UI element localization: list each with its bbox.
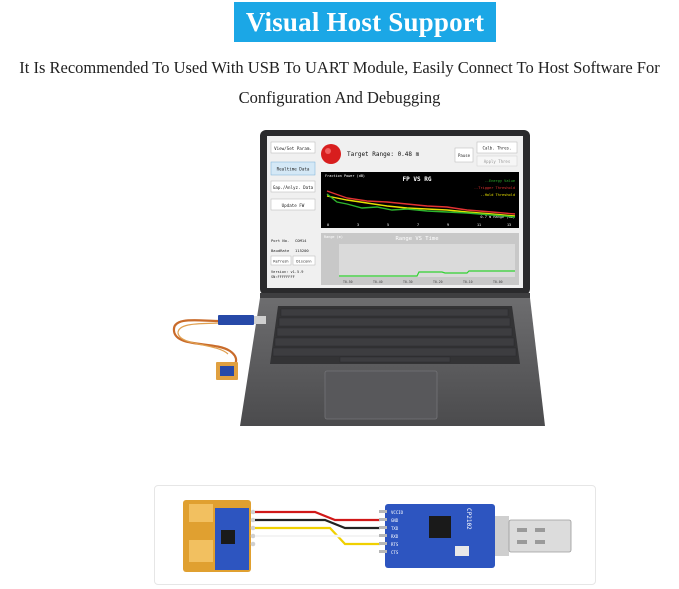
pin-label: RXD [391, 534, 399, 539]
update-fw-label: Update FW [282, 203, 305, 208]
usb-uart-module [218, 315, 254, 325]
baud-value[interactable]: 115200 [295, 248, 309, 253]
gap-anlyz-data-button[interactable] [270, 180, 316, 193]
realtime-data-button[interactable] [270, 161, 316, 176]
chart1-xtick: 0 [327, 223, 329, 227]
pin-label: VCCIO [391, 510, 404, 515]
left-panel: View/Set Param. Realtime Data Gap./Anlyz… [270, 141, 316, 279]
chart1-corner-label: 0.7 m Range (dB) [480, 215, 515, 219]
usb-plug [508, 519, 572, 553]
realtime-data-label: Realtime Data [277, 167, 310, 172]
chart1-series-energy [326, 193, 516, 218]
version-text: Version: v1.5.9 [271, 270, 303, 274]
pin-label: TXD [391, 526, 399, 531]
chart1-xtick: 7 [417, 223, 419, 227]
chart2-xtick: T0-10 [463, 280, 473, 284]
chart2-series-range [339, 270, 515, 277]
chart1-xtick: 3 [357, 223, 359, 227]
view-set-param-button[interactable] [270, 141, 316, 154]
connecting-cable [172, 319, 238, 370]
refresh-button[interactable] [270, 255, 292, 266]
chart2-xtick: T0-00 [493, 280, 503, 284]
radar-chip [221, 530, 235, 544]
pin-label: RTS [391, 542, 399, 547]
refresh-label: Refresh [273, 260, 288, 264]
cp2102-chip [429, 516, 451, 538]
apply-thres-label: Apply Thres [484, 159, 511, 164]
update-fw-button[interactable] [270, 198, 316, 211]
apply-thres-button[interactable] [476, 155, 518, 167]
usb-connector [495, 516, 509, 556]
view-set-param-label: View/Set Param. [274, 146, 312, 151]
baud-label: BaudRate [271, 248, 290, 253]
chart2-xtick: T0-50 [343, 280, 353, 284]
disconn-label: Disconn [296, 260, 311, 264]
description-line-1: It Is Recommended To Used With USB To UA… [19, 58, 660, 77]
target-range-text: Target Range: 0.48 m [347, 151, 420, 158]
wire-red [255, 510, 380, 522]
gap-anlyz-data-label: Gap./Anlyz. Data [273, 185, 314, 190]
pause-label: Pause [458, 153, 471, 158]
chart1-legend-energy: --Energy Value [485, 179, 515, 183]
chart1-legend-trigger: --Trigger Threshold [474, 186, 515, 190]
sensor-pins [250, 509, 256, 547]
chart1-series-hold [326, 195, 516, 217]
banner-title: Visual Host Support [234, 2, 496, 42]
port-label: Port No. [271, 238, 289, 243]
laptop-touchpad [324, 370, 438, 420]
chart1-title: FP VS RG [403, 176, 432, 183]
chip-label: CP2102 [465, 508, 472, 530]
chart1-series-trigger [326, 190, 516, 215]
status-indicator [321, 144, 341, 164]
calb-thres-label: Calb. Thres. [483, 146, 512, 151]
usb-pins [379, 510, 387, 553]
wiring-photo: VCCIO GND TXD RXD RTS CTS CP2102 [154, 485, 596, 585]
chart2-title: Range VS Time [395, 236, 438, 242]
chart1-xtick: 9 [447, 223, 449, 227]
disconn-button[interactable] [292, 255, 316, 266]
wire-black [255, 518, 380, 530]
pin-label: GND [391, 518, 399, 523]
description-line-2: Configuration And Debugging [238, 88, 441, 107]
chart-range-vs-time: Range VS Time Range (m) T0-50 T0-40 T0-3… [321, 233, 519, 285]
pause-button[interactable] [454, 147, 474, 163]
chart-fp-vs-rg: FP VS RG Fraction Power (dB) --Energy Va… [321, 172, 519, 228]
pin-label: CTS [391, 550, 399, 555]
calb-thres-button[interactable] [476, 141, 518, 154]
chart1-xtick: 5 [387, 223, 389, 227]
chart2-xtick: T0-20 [433, 280, 443, 284]
port-value[interactable]: COM14 [295, 238, 307, 243]
chart2-ylabel: Range (m) [324, 235, 343, 239]
chart1-ylabel: Fraction Power (dB) [325, 174, 365, 178]
wiring-diagram: VCCIO GND TXD RXD RTS CTS CP2102 [183, 500, 572, 572]
chart1-xtick: 13 [507, 223, 511, 227]
chart2-xtick: T0-30 [403, 280, 413, 284]
host-software-screen: View/Set Param. Realtime Data Gap./Anlyz… [267, 136, 523, 288]
chart1-legend-hold: --Hold Threshold [480, 193, 515, 197]
chart2-xtick: T0-40 [373, 280, 383, 284]
chart1-xtick: 11 [477, 223, 481, 227]
sn-text: SN:FFFFFFFF [271, 275, 295, 279]
